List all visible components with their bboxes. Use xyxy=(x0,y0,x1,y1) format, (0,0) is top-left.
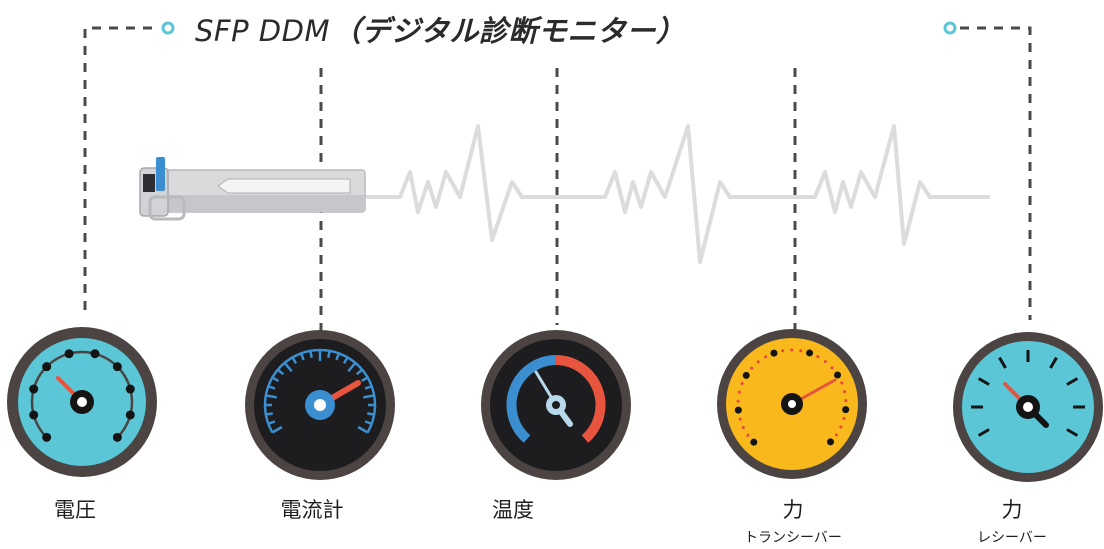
drop-lines xyxy=(319,68,797,335)
gauge-tick xyxy=(367,412,375,416)
gauge-arc-cold xyxy=(506,355,557,443)
sfp-module-icon xyxy=(139,157,366,221)
gauge-dot xyxy=(64,349,74,359)
gauge-minor-dot xyxy=(843,390,847,394)
gauge-dot xyxy=(112,362,122,372)
gauge-dot xyxy=(827,438,835,446)
gauge-minor-dot xyxy=(750,366,754,370)
gauge-tick xyxy=(977,377,990,386)
gauge-minor-dot xyxy=(740,382,744,386)
gauge-tick xyxy=(998,356,1007,369)
gauge-tick xyxy=(363,394,375,399)
gauge-ring xyxy=(30,350,134,439)
title-connector-left xyxy=(83,21,175,310)
gauge-tick xyxy=(265,394,277,399)
gauge-dot xyxy=(29,384,39,394)
gauge-dot xyxy=(806,349,814,357)
gauge-tick xyxy=(271,376,280,383)
gauge-dot xyxy=(29,410,39,420)
gauge-tick xyxy=(309,350,313,358)
gauge-ammeter xyxy=(245,330,395,480)
gauge-tick xyxy=(283,362,293,373)
gauge-tick xyxy=(327,350,331,358)
gauge-minor-dot xyxy=(738,417,742,421)
gauge-minor-dot xyxy=(844,399,848,403)
gauge-scale xyxy=(734,348,850,446)
gauge-dot xyxy=(42,362,52,372)
gauge-minor-dot xyxy=(790,348,794,352)
gauge-dot xyxy=(125,384,135,394)
gauge-tick xyxy=(291,356,298,365)
gauge-tick xyxy=(267,420,276,425)
gauge-minor-dot xyxy=(830,366,834,370)
gauge-label-power-receiver: 力 xyxy=(1001,498,1023,522)
gauge-ring xyxy=(263,348,377,434)
gauge-tick xyxy=(360,376,369,383)
gauge-tick xyxy=(355,368,363,376)
gauge-tick xyxy=(1066,428,1079,437)
gauge-label-ammeter: 電流計 xyxy=(280,498,344,522)
gauge-minor-dot xyxy=(736,399,740,403)
gauge-label-power-transceiver: 力 xyxy=(782,498,804,522)
gauge-minor-dot xyxy=(799,349,803,353)
gauge-dot xyxy=(770,349,778,357)
gauge-minor-dot xyxy=(781,349,785,353)
gauge-tick xyxy=(265,412,273,416)
gauge-dot xyxy=(112,432,122,442)
gauge-minor-dot xyxy=(764,355,768,359)
gauge-sublabel-transceiver: トランシーバー xyxy=(744,530,842,546)
title-sub: （デジタル診断モニター） xyxy=(331,14,686,48)
gauge-tick xyxy=(277,368,285,376)
gauge-tick xyxy=(300,352,305,361)
title-main: SFP DDM xyxy=(195,14,330,48)
gauge-dot xyxy=(125,410,135,420)
gauge-dot xyxy=(734,406,742,414)
gauge-power-transceiver xyxy=(717,329,867,479)
gauge-minor-dot xyxy=(840,381,844,385)
gauge-tick xyxy=(347,362,357,373)
gauge-label-voltage: 電圧 xyxy=(54,498,96,522)
title-connector-right xyxy=(943,21,1032,320)
gauge-minor-dot xyxy=(839,425,843,429)
gauge-tick xyxy=(342,356,349,365)
gauge-dot xyxy=(42,432,52,442)
gauge-tick xyxy=(267,385,276,390)
gauge-label-temperature: 温度 xyxy=(492,498,534,522)
gauge-dot xyxy=(750,438,758,446)
gauge-tick xyxy=(271,425,283,434)
gauge-tick xyxy=(357,425,369,434)
gauge-tick xyxy=(1049,356,1058,369)
gauge-scale xyxy=(263,348,377,434)
gauge-dot xyxy=(834,371,842,379)
gauge-tick xyxy=(364,420,373,425)
gauge-dot xyxy=(90,349,100,359)
gauge-temperature xyxy=(481,330,631,480)
gauge-minor-dot xyxy=(746,433,750,437)
gauge-tick xyxy=(364,385,373,390)
page-title: SFP DDM（デジタル診断モニター） xyxy=(195,8,685,52)
gauge-arc-hot xyxy=(555,355,606,443)
gauge-voltage xyxy=(7,327,157,477)
gauge-minor-dot xyxy=(823,360,827,364)
gauge-tick xyxy=(335,352,340,361)
gauge-tick xyxy=(977,428,990,437)
gauge-dot xyxy=(842,406,850,414)
gauge-dot xyxy=(742,371,750,379)
gauge-scale xyxy=(971,350,1085,437)
gauge-minor-dot xyxy=(834,433,838,437)
gauge-scale xyxy=(29,349,135,442)
gauge-tick xyxy=(1066,377,1079,386)
gauge-minor-dot xyxy=(842,417,846,421)
gauge-minor-dot xyxy=(756,360,760,364)
signal-wave-icon xyxy=(355,124,990,264)
gauge-minor-dot xyxy=(741,426,745,430)
gauge-power-receiver xyxy=(953,332,1103,482)
gauge-minor-dot xyxy=(816,355,820,359)
gauge-sublabel-receiver: レシーバー xyxy=(977,530,1047,546)
gauge-minor-dot xyxy=(737,390,741,394)
